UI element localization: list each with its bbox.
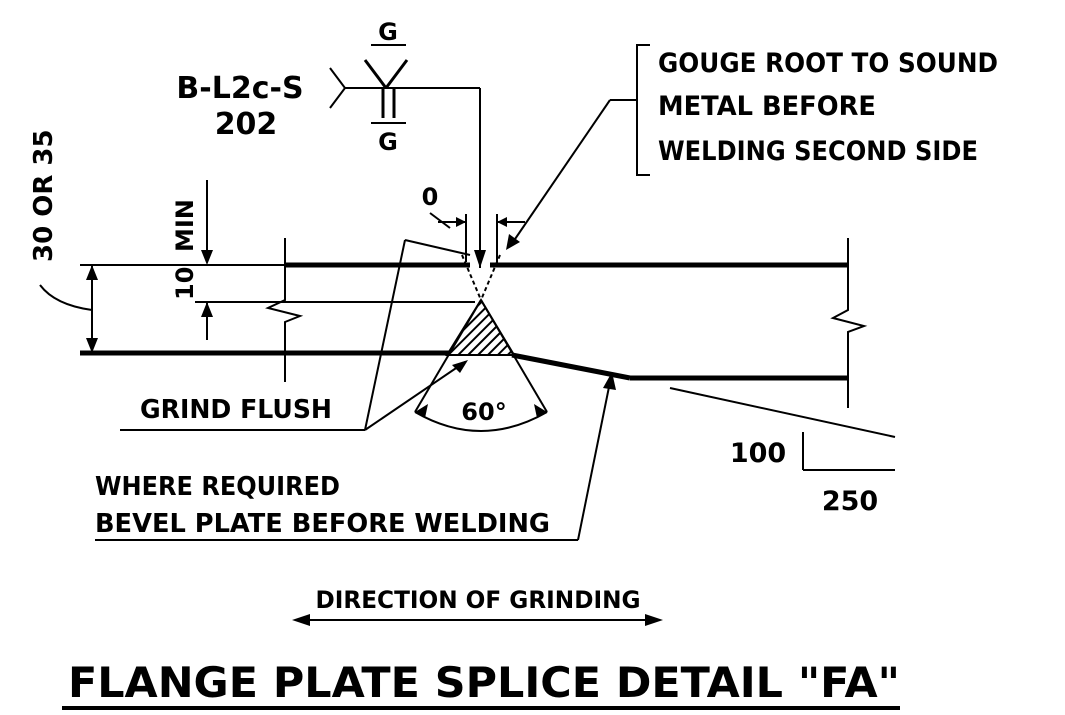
gouge-note-line1: GOUGE ROOT TO SOUND — [658, 48, 998, 79]
weld-joint: 0 — [422, 183, 525, 356]
bevel-transition — [511, 352, 631, 381]
angle-leg-right — [480, 299, 548, 413]
angle-label: 60° — [461, 398, 506, 426]
weld-arrow-head — [474, 250, 486, 268]
weld-bead — [445, 298, 516, 356]
weld-reference-label: B-L2c-S — [176, 71, 303, 106]
grinding-arrow-left — [292, 614, 310, 626]
groove-upper-right — [384, 59, 409, 89]
gap-arrow-right — [497, 217, 507, 227]
slope-rise-label: 100 — [730, 438, 786, 469]
grind-flush-leader-bottom — [364, 361, 466, 431]
clearance-arrow-bottom — [201, 302, 213, 317]
detail-title: FLANGE PLATE SPLICE DETAIL "FA" — [62, 658, 900, 710]
grind-flush-leader-top — [364, 239, 406, 431]
thickness-arrow-bottom — [86, 338, 98, 353]
bevel-note-arrow — [603, 372, 616, 390]
weld-symbol: G G B-L2c-S 202 — [176, 18, 486, 268]
top-groove-right — [480, 254, 501, 301]
bevel-note-leader — [577, 381, 611, 541]
gap-label: 0 — [422, 183, 439, 211]
gouge-leader-arrow — [506, 234, 520, 250]
angle-leg-left — [414, 299, 482, 413]
weld-symbol-tail — [329, 67, 347, 109]
bevel-note-line2: BEVEL PLATE BEFORE WELDING — [95, 509, 550, 539]
thickness-dimension: 30 OR 35 — [29, 129, 98, 353]
clearance-arrow-top — [201, 250, 213, 265]
angle-arc — [414, 411, 548, 432]
bevel-angle: 60° — [414, 299, 548, 432]
gap-label-leader — [429, 212, 451, 229]
finish-bottom-label: G — [378, 128, 398, 156]
slope-run-label: 250 — [822, 486, 878, 517]
gouge-note: GOUGE ROOT TO SOUND METAL BEFORE WELDING… — [506, 44, 998, 250]
grinding-direction-label: DIRECTION OF GRINDING — [316, 586, 641, 614]
clearance-dimension: 10 MIN — [171, 180, 475, 340]
gouge-note-line3: WELDING SECOND SIDE — [658, 136, 978, 167]
grinding-direction: DIRECTION OF GRINDING — [292, 586, 663, 626]
title-label: FLANGE PLATE SPLICE DETAIL "FA" — [68, 658, 900, 707]
gouge-leader — [512, 99, 611, 243]
clearance-label: 10 — [171, 267, 199, 300]
finish-top-label: G — [378, 18, 398, 46]
note-bracket — [636, 44, 650, 176]
gouge-note-line2: METAL BEFORE — [658, 91, 876, 122]
grind-flush-leader-top-tip — [404, 239, 471, 256]
bevel-note-line1: WHERE REQUIRED — [95, 472, 340, 502]
clearance-min-label: MIN — [171, 199, 199, 252]
angle-arrow-left — [415, 404, 428, 418]
slope-indicator: 100 250 — [669, 387, 896, 517]
grind-flush-note: GRIND FLUSH — [120, 239, 471, 431]
grinding-arrow-right — [645, 614, 663, 626]
grind-flush-label: GRIND FLUSH — [140, 395, 332, 425]
angle-arrow-right — [534, 404, 547, 418]
weld-procedure-label: 202 — [215, 107, 278, 142]
gap-arrow-left — [456, 217, 466, 227]
grind-flush-arrow — [452, 360, 468, 373]
thickness-leader — [39, 284, 93, 311]
right-break-line — [830, 238, 868, 408]
flange-plates — [80, 238, 868, 408]
top-groove-left — [461, 254, 482, 301]
bevel-note: WHERE REQUIRED BEVEL PLATE BEFORE WELDIN… — [95, 372, 616, 541]
slope-line — [669, 387, 896, 438]
groove-upper-left — [363, 59, 388, 89]
thickness-label: 30 OR 35 — [29, 129, 59, 262]
thickness-arrow-top — [86, 265, 98, 280]
left-break-line — [265, 238, 304, 382]
